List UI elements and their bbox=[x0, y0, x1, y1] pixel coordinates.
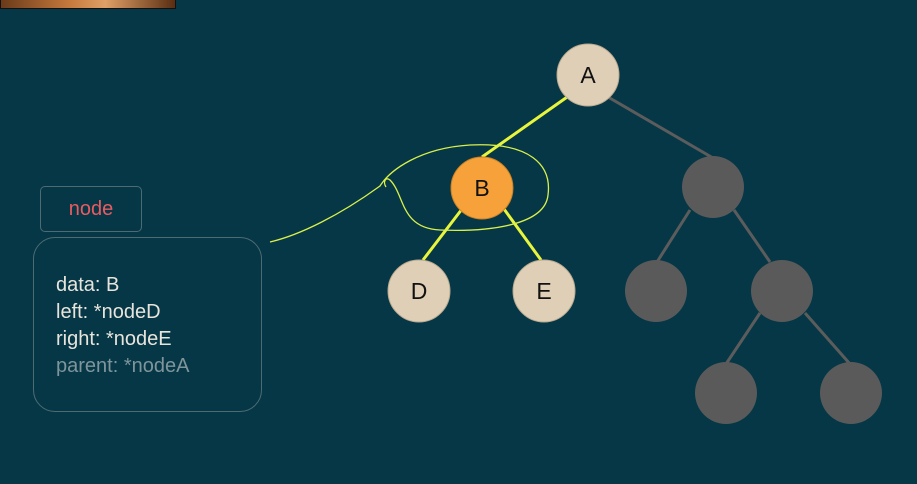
node-unlabeled bbox=[625, 260, 687, 322]
node-b-label: B bbox=[474, 175, 489, 201]
edge-rr-left bbox=[724, 312, 762, 365]
video-thumbnail bbox=[0, 0, 176, 9]
edge-b-e bbox=[502, 208, 543, 261]
edge-right-right bbox=[732, 209, 772, 263]
edge-rr-right bbox=[803, 312, 852, 365]
node-unlabeled bbox=[820, 362, 882, 424]
node-unlabeled bbox=[695, 362, 757, 424]
edge-a-right bbox=[607, 95, 714, 160]
field-parent: parent: *nodeA bbox=[56, 355, 190, 377]
field-left: left: *nodeD bbox=[56, 301, 161, 323]
edge-a-b bbox=[481, 93, 571, 159]
node-d-label: D bbox=[411, 278, 428, 304]
edge-b-d bbox=[421, 208, 464, 261]
field-data: data: B bbox=[56, 274, 120, 296]
node-b bbox=[450, 156, 514, 220]
node-label: node bbox=[68, 197, 114, 220]
field-right: right: *nodeE bbox=[56, 328, 172, 350]
node-unlabeled bbox=[751, 260, 813, 322]
node-e bbox=[512, 259, 576, 323]
node-struct-card: data: B left: *nodeD right: *nodeE paren… bbox=[33, 237, 262, 412]
node-unlabeled bbox=[682, 156, 744, 218]
edge-right-left bbox=[655, 209, 692, 263]
node-label-box: node bbox=[40, 186, 142, 232]
node-a bbox=[556, 43, 620, 107]
node-a-label: A bbox=[580, 62, 596, 88]
annotation-scribble bbox=[269, 144, 550, 243]
node-e-label: E bbox=[536, 278, 551, 304]
node-d bbox=[387, 259, 451, 323]
